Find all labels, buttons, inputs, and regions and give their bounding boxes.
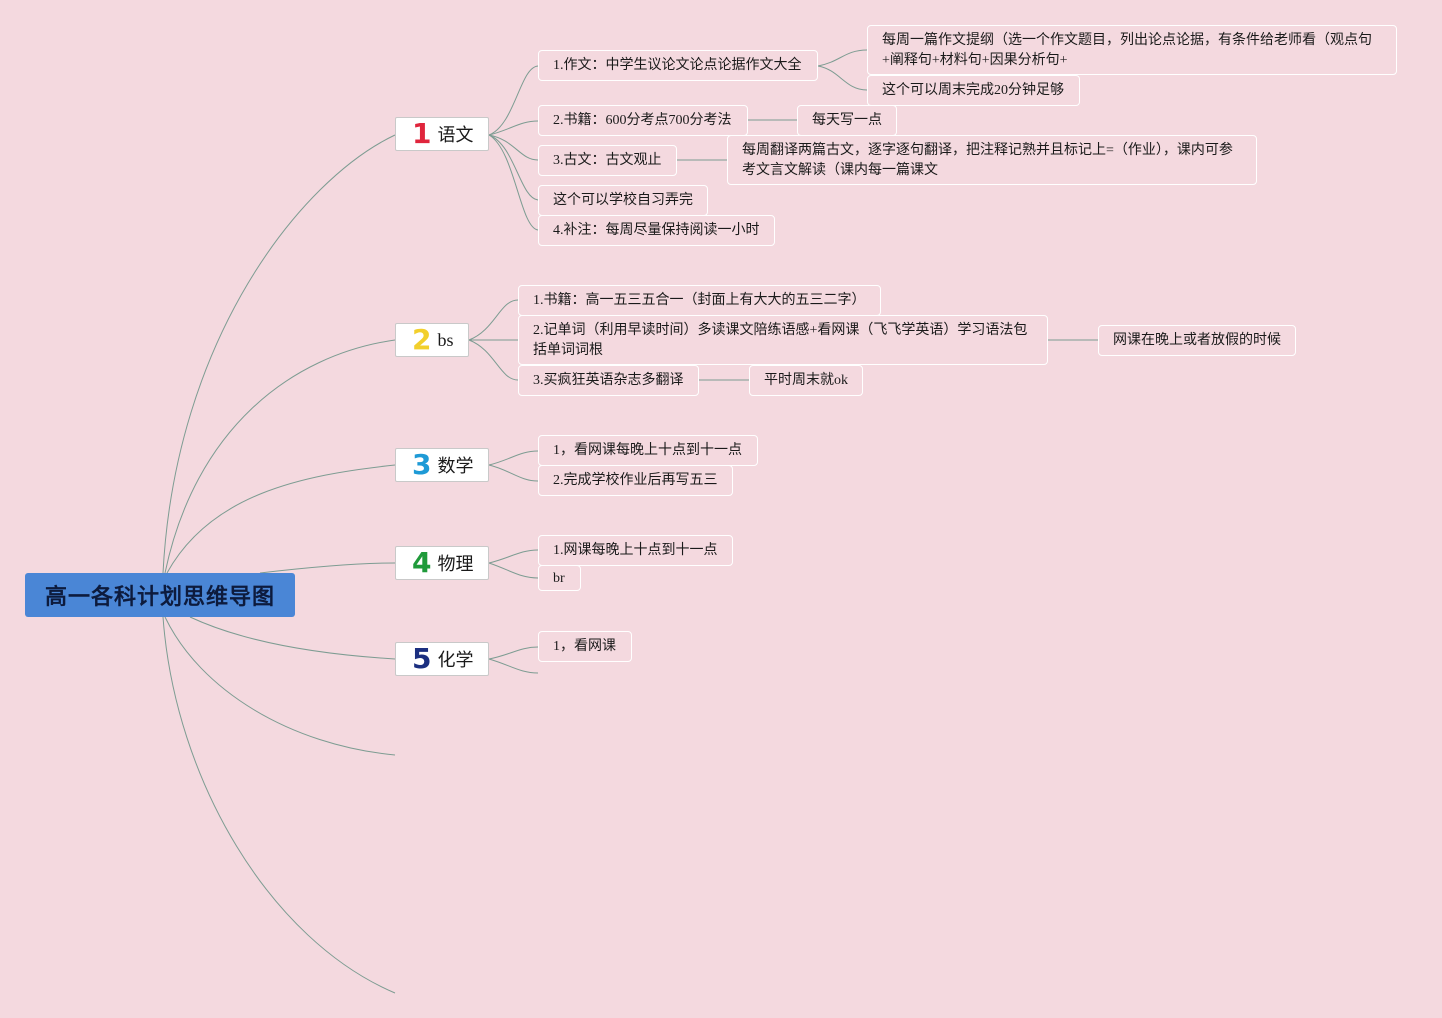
- node-bs-books[interactable]: 1.书籍：高一五三五合一（封面上有大大的五三二字）: [518, 285, 881, 316]
- node-yuwen-selfstudy[interactable]: 这个可以学校自习弄完: [538, 185, 708, 216]
- node-text-line: 每周一篇作文提纲（选一个作文题目，列出论点论据，有条件给老师看（观点句: [882, 33, 1372, 48]
- topic-label: 化学: [437, 650, 474, 671]
- number-2-icon: 2: [412, 323, 432, 356]
- connector-root-empty-1: [164, 616, 396, 756]
- node-bs-magazine[interactable]: 3.买疯狂英语杂志多翻译: [518, 365, 699, 396]
- topic-huaxue[interactable]: 5 化学: [395, 642, 489, 676]
- node-yuwen-books[interactable]: 2.书籍：600分考点700分考法: [538, 105, 748, 136]
- topic-label: bs: [437, 329, 454, 350]
- connector-root-bs: [164, 339, 396, 574]
- node-wuli-online[interactable]: 1.网课每晚上十点到十一点: [538, 535, 733, 566]
- number-4-icon: 4: [412, 546, 432, 579]
- node-text-line: 考文言文解读（课内每一篇课文: [742, 163, 938, 178]
- node-wuli-br[interactable]: br: [538, 565, 581, 591]
- node-bs-vocab[interactable]: 2.记单词（利用早读时间）多读课文陪练语感+看网课（飞飞学英语）学习语法包 括单…: [518, 315, 1048, 365]
- root-topic-title[interactable]: 高一各科计划思维导图: [25, 573, 295, 617]
- topic-yuwen[interactable]: 1 语文: [395, 117, 489, 151]
- node-yuwen-essay-outline[interactable]: 每周一篇作文提纲（选一个作文题目，列出论点论据，有条件给老师看（观点句 +阐释句…: [867, 25, 1397, 75]
- topic-bs[interactable]: 2 bs: [395, 323, 469, 357]
- connector-root-huaxue: [189, 616, 396, 660]
- node-bs-weekend[interactable]: 平时周末就ok: [749, 365, 863, 396]
- node-shuxue-online[interactable]: 1，看网课每晚上十点到十一点: [538, 435, 758, 466]
- node-shuxue-homework[interactable]: 2.完成学校作业后再写五三: [538, 465, 733, 496]
- node-text-line: 2.记单词（利用早读时间）多读课文陪练语感+看网课（飞飞学英语）学习语法包: [533, 323, 1028, 338]
- connector-root-wuli: [259, 562, 396, 574]
- topic-label: 数学: [437, 456, 474, 477]
- node-yuwen-classical[interactable]: 3.古文：古文观止: [538, 145, 677, 176]
- topic-wuli[interactable]: 4 物理: [395, 546, 489, 580]
- node-yuwen-daily[interactable]: 每天写一点: [797, 105, 897, 136]
- node-yuwen-weekend[interactable]: 这个可以周末完成20分钟足够: [867, 75, 1080, 106]
- number-1-icon: 1: [412, 117, 432, 150]
- connector-root-shuxue: [166, 464, 396, 574]
- node-text-line: +阐释句+材料句+因果分析句+: [882, 53, 1068, 68]
- node-text-line: 每周翻译两篇古文，逐字逐句翻译，把注释记熟并且标记上=（作业），课内可参: [742, 143, 1233, 158]
- topic-label: 物理: [437, 554, 474, 575]
- node-yuwen-reading[interactable]: 4.补注：每周尽量保持阅读一小时: [538, 215, 775, 246]
- node-yuwen-essay[interactable]: 1.作文：中学生议论文论点论据作文大全: [538, 50, 818, 81]
- number-5-icon: 5: [412, 642, 432, 675]
- node-yuwen-translate[interactable]: 每周翻译两篇古文，逐字逐句翻译，把注释记熟并且标记上=（作业），课内可参 考文言…: [727, 135, 1257, 185]
- node-huaxue-online[interactable]: 1，看网课: [538, 631, 632, 662]
- number-3-icon: 3: [412, 448, 432, 481]
- node-bs-online-class[interactable]: 网课在晚上或者放假的时候: [1098, 325, 1296, 356]
- connector-root-yuwen: [162, 134, 396, 574]
- connector-root-empty-2: [162, 616, 396, 994]
- node-text-line: 括单词词根: [533, 343, 603, 358]
- topic-label: 语文: [437, 125, 474, 146]
- topic-shuxue[interactable]: 3 数学: [395, 448, 489, 482]
